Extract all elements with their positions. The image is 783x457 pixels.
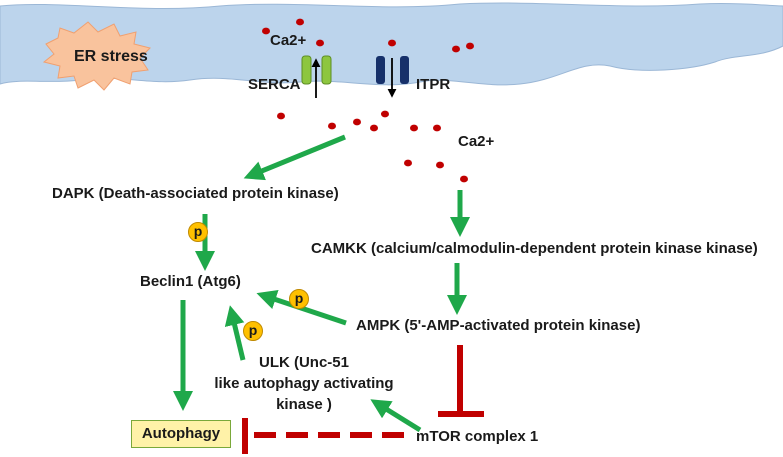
inhibition-mtor-autophagy [242, 418, 404, 454]
ulk-label: ULK (Unc-51 like autophagy activating ki… [204, 352, 404, 415]
calcium-ion [460, 175, 468, 183]
calcium-ion [262, 27, 270, 35]
phospho-badge-ulk-beclin: p [243, 321, 263, 341]
calcium-ion [353, 118, 361, 126]
serca-label: SERCA [248, 76, 301, 93]
mtor-label: mTOR complex 1 [416, 428, 539, 445]
ulk-label-line3: kinase ) [276, 396, 332, 413]
calcium-ion [388, 39, 396, 47]
arrow-ampk-to-beclin [256, 289, 347, 326]
phospho-badge-dapk-beclin: p [188, 222, 208, 242]
serca-pump-right-icon [321, 55, 332, 85]
phospho-badge-ampk-beclin: p [289, 289, 309, 309]
dapk-label: DAPK (Death-associated protein kinase) [52, 185, 339, 202]
calcium-ion [433, 124, 441, 132]
calcium-ion [296, 18, 304, 26]
calcium-ion [316, 39, 324, 47]
calcium-ion [452, 45, 460, 53]
ca-right-label: Ca2+ [458, 133, 495, 150]
calcium-ion [370, 124, 378, 132]
ulk-label-line1: ULK (Unc-51 [258, 354, 349, 371]
itpr-label: ITPR [416, 76, 451, 93]
calcium-ion [277, 112, 285, 120]
arrow-ca-to-dapk [243, 134, 346, 181]
ulk-label-line2: like autophagy activating [214, 375, 394, 392]
arrow-mtor-to-ulk [370, 399, 422, 433]
itpr-receptor-left-icon [376, 56, 385, 84]
ampk-label: AMPK (5'-AMP-activated protein kinase) [356, 317, 641, 334]
calcium-ion [381, 110, 389, 118]
calcium-ions [262, 18, 474, 183]
ca-top-label: Ca2+ [270, 32, 307, 49]
beclin-label: Beclin1 (Atg6) [140, 273, 241, 290]
calcium-ion [404, 159, 412, 167]
calcium-ion [328, 122, 336, 130]
calcium-ion [410, 124, 418, 132]
calcium-ion [436, 161, 444, 169]
calcium-ion [466, 42, 474, 50]
er-stress-starburst-icon [42, 21, 151, 91]
serca-pump-left-icon [301, 55, 312, 85]
camkk-label: CAMKK (calcium/calmodulin-dependent prot… [311, 240, 758, 257]
inhibition-ampk-mtor [438, 345, 484, 417]
itpr-receptor-right-icon [400, 56, 409, 84]
autophagy-box: Autophagy [131, 420, 231, 448]
er-stress-label: ER stress [74, 48, 148, 65]
arrow-ulk-to-beclin [224, 305, 246, 361]
